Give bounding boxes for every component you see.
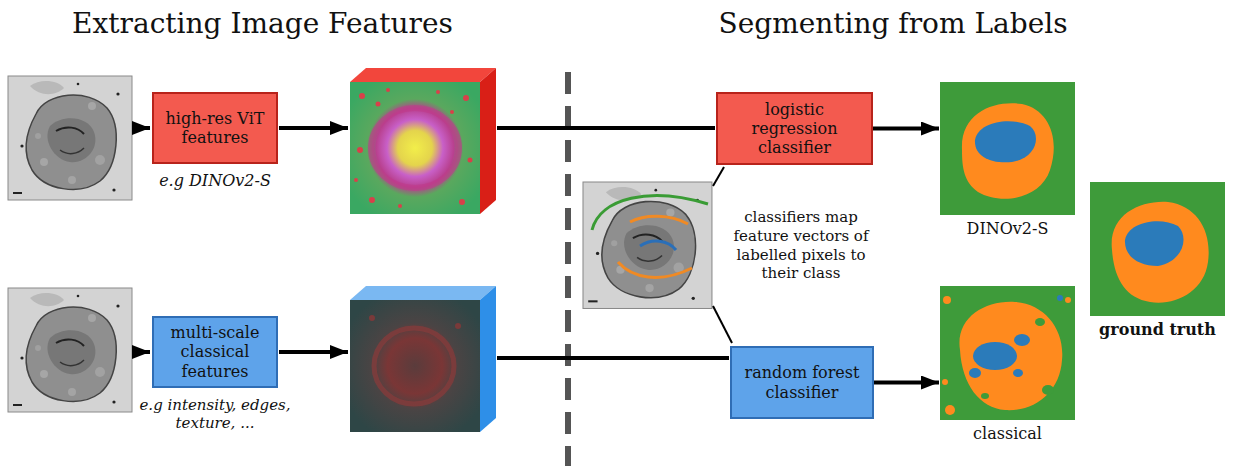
- segmentation-image: [1014, 334, 1030, 346]
- flow-arrow: [134, 126, 150, 130]
- segmentation-image: [942, 379, 948, 385]
- flow-arrow: [873, 127, 939, 131]
- feature-cube: [463, 95, 469, 101]
- segmentation-result: classical: [940, 286, 1075, 443]
- flow-arrow: [497, 356, 729, 360]
- segmentation-image: [945, 405, 955, 415]
- feature-extractor-box: multi-scale classical featurese.g intens…: [152, 316, 278, 432]
- feature-cube: [480, 68, 496, 214]
- flow-arrow: [279, 350, 348, 354]
- caption: classical: [933, 424, 1083, 443]
- segmentation-image: [1013, 369, 1023, 377]
- box-outline: logistic regression classifier: [716, 92, 873, 165]
- segmentation-image: [1125, 221, 1184, 266]
- input-image: [8, 288, 132, 412]
- feature-cube: [374, 328, 454, 404]
- leader-line: [713, 167, 732, 343]
- section-heading: Segmenting from Labels: [660, 6, 1126, 41]
- picture-frame: [940, 286, 1075, 420]
- feature-cube: [369, 197, 375, 203]
- feature-cube: [350, 286, 496, 300]
- labelled-image: [583, 182, 712, 308]
- feature-cube: [350, 68, 496, 214]
- segmentation-image: [1090, 182, 1225, 316]
- labelled-image: [630, 216, 688, 224]
- feature-cube: [369, 315, 375, 321]
- feature-cube: [357, 147, 363, 153]
- feature-cube: [386, 88, 390, 92]
- segmentation-image: [1065, 297, 1071, 303]
- labelled-image: [618, 262, 692, 277]
- feature-cube: [450, 110, 454, 114]
- divider-line: [565, 72, 571, 466]
- feature-cube: [371, 108, 459, 188]
- feature-cube: [480, 286, 496, 432]
- segmentation-image: [940, 286, 1075, 420]
- flow-arrow: [279, 126, 348, 130]
- feature-cube: [376, 102, 381, 107]
- caption: ground truth: [1088, 320, 1228, 339]
- box-label: random forest classifier: [738, 363, 866, 401]
- caption: DINOv2-S: [933, 219, 1083, 238]
- section-heading: Extracting Image Features: [0, 6, 525, 41]
- segmentation-image: [973, 342, 1017, 370]
- explanation-note: classifiers map feature vectors of label…: [722, 208, 880, 283]
- leader-line: [713, 306, 732, 343]
- segmentation-image: [1090, 182, 1225, 316]
- box-outline: high-res ViT features: [152, 92, 278, 164]
- box-label: multi-scale classical features: [160, 323, 270, 381]
- segmentation-image: [962, 103, 1054, 198]
- classifier-box: random forest classifier: [730, 346, 874, 419]
- feature-cube: [350, 68, 496, 82]
- segmentation-image: [981, 393, 989, 399]
- segmentation-image: [959, 302, 1062, 410]
- input-image: [8, 76, 132, 200]
- feature-cube: [398, 204, 402, 208]
- feature-cube: [350, 300, 480, 432]
- segmentation-image: [1057, 295, 1063, 301]
- segmentation-image: [940, 82, 1075, 215]
- classifier-box: logistic regression classifier: [716, 92, 873, 165]
- feature-extractor-box: high-res ViT featurese.g DINOv2-S: [152, 92, 278, 190]
- segmentation-image: [1042, 385, 1054, 395]
- picture-frame: [940, 82, 1075, 215]
- feature-cube: [468, 158, 473, 163]
- picture-frame: [1090, 182, 1225, 316]
- flow-arrow: [134, 350, 150, 354]
- feature-cube: [350, 286, 496, 432]
- labelled-image: [583, 182, 712, 308]
- box-label: logistic regression classifier: [724, 100, 865, 158]
- box-outline: multi-scale classical features: [152, 316, 278, 388]
- labelled-image: [592, 196, 708, 230]
- feature-cube: [350, 82, 480, 214]
- segmentation-image: [1035, 318, 1045, 326]
- feature-cube: [455, 323, 461, 329]
- flow-arrow: [497, 126, 715, 130]
- feature-cube: [459, 199, 465, 205]
- feature-cube: [359, 93, 365, 99]
- leader-line: [713, 167, 724, 186]
- segmentation-image: [969, 368, 981, 378]
- caption: e.g DINOv2-S: [135, 171, 295, 190]
- segmentation-image: [975, 121, 1036, 162]
- feature-cube: [354, 178, 358, 182]
- feature-cube: [436, 90, 440, 94]
- segmentation-image: [940, 286, 1075, 420]
- caption: e.g intensity, edges, texture, ...: [135, 396, 295, 432]
- segmentation-image: [940, 82, 1075, 215]
- segmentation-image: [1112, 202, 1209, 303]
- flow-arrow: [874, 381, 939, 385]
- ground-truth-result: ground truth: [1090, 182, 1225, 339]
- segmentation-result: DINOv2-S: [940, 82, 1075, 238]
- box-outline: random forest classifier: [730, 346, 874, 419]
- labelled-image: [640, 241, 676, 250]
- box-label: high-res ViT features: [160, 109, 270, 147]
- segmentation-image: [943, 296, 951, 304]
